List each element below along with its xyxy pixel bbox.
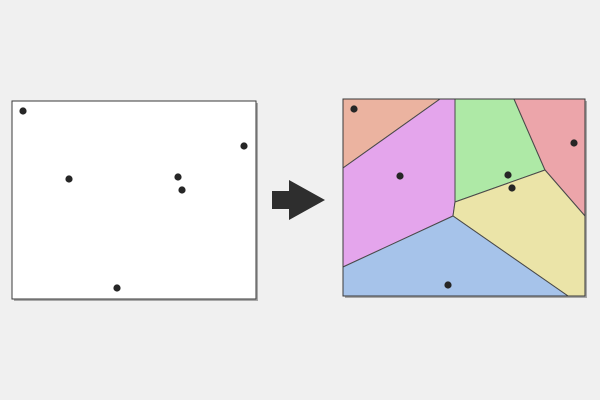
voronoi-regions-panel	[342, 98, 587, 298]
voronoi-site-point	[508, 184, 516, 192]
input-points-panel	[11, 100, 258, 301]
voronoi-site-point	[570, 139, 578, 147]
input-point	[240, 142, 248, 150]
input-point	[19, 107, 27, 115]
voronoi-panel-frame	[342, 98, 586, 297]
right-arrow-icon	[272, 180, 325, 220]
voronoi-site-point	[350, 105, 358, 113]
input-point	[113, 284, 121, 292]
input-panel-frame	[11, 100, 257, 300]
voronoi-site-point	[504, 171, 512, 179]
voronoi-site-point	[396, 172, 404, 180]
input-point	[178, 186, 186, 194]
input-point	[174, 173, 182, 181]
voronoi-site-point	[444, 281, 452, 289]
input-point	[65, 175, 73, 183]
